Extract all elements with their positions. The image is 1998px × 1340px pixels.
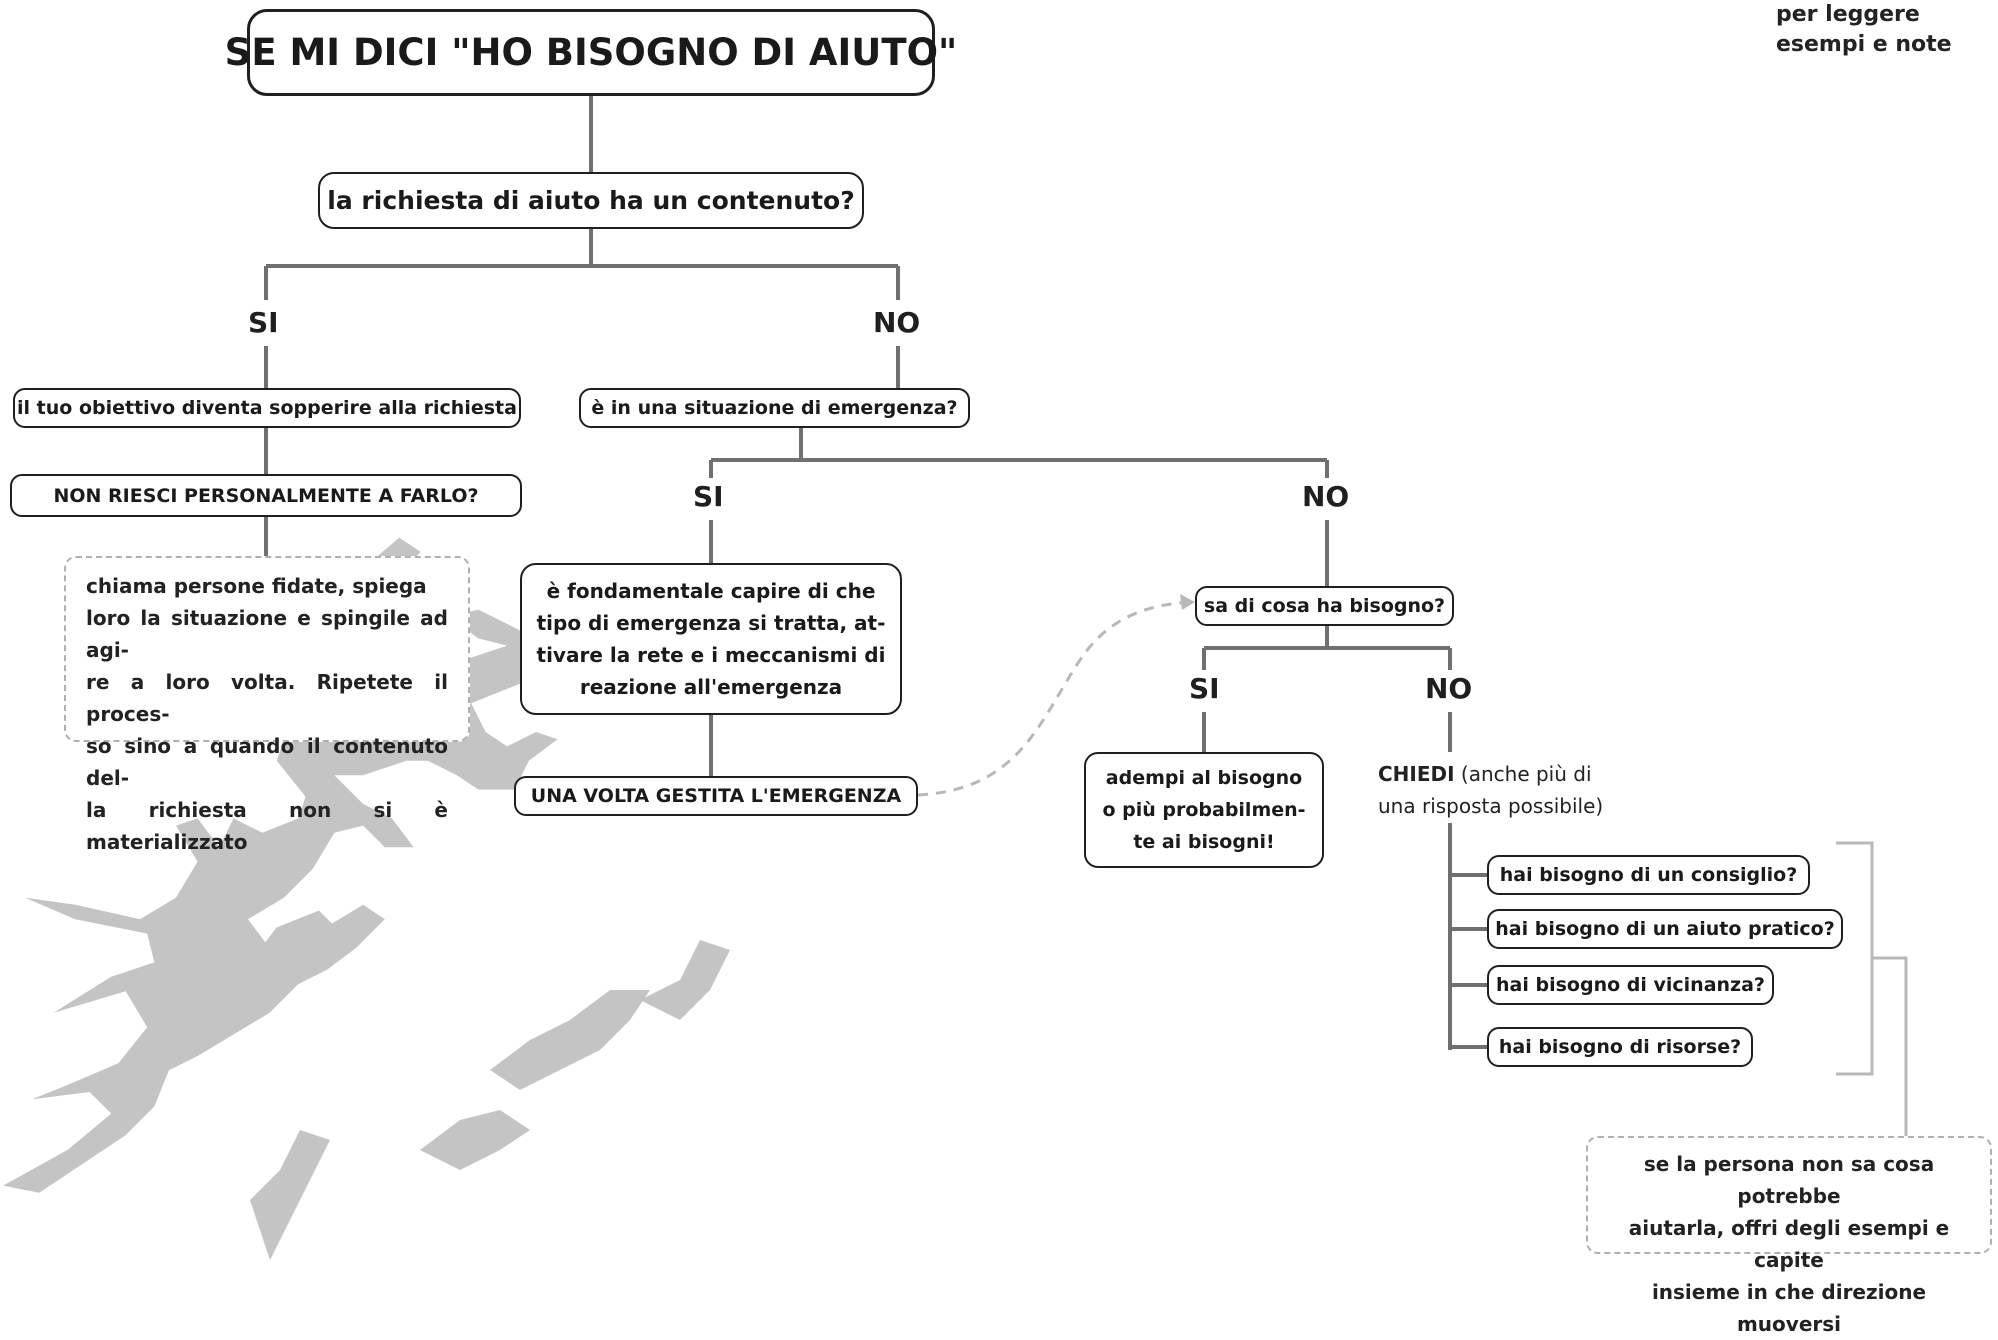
- top-right-note-line-1: per leggere: [1776, 2, 1920, 27]
- label-no-emergency: NO: [1302, 480, 1350, 513]
- option-closeness: hai bisogno di vicinanza?: [1487, 965, 1774, 1005]
- label-no-need: NO: [1425, 672, 1473, 705]
- question-knows-need: sa di cosa ha bisogno?: [1195, 586, 1454, 626]
- option-practical-help: hai bisogno di un aiuto pratico?: [1487, 909, 1843, 949]
- question-has-content: la richiesta di aiuto ha un contenuto?: [318, 172, 864, 229]
- label-si-need: SI: [1189, 672, 1220, 705]
- option-resources: hai bisogno di risorse?: [1487, 1027, 1753, 1067]
- ask-bold: CHIEDI: [1378, 762, 1455, 786]
- left-note-line: re a loro volta. Ripetete il proces-: [86, 670, 448, 726]
- ask-rest-2: una risposta possibile): [1378, 794, 1604, 818]
- right-note-line: se la persona non sa cosa potrebbe: [1643, 1152, 1935, 1208]
- emergency-yes-line: reazione all'emergenza: [579, 675, 843, 699]
- emergency-yes-box: è fondamentale capire di che tipo di eme…: [520, 563, 902, 715]
- need-yes-box: adempi al bisogno o più probabilmen- te …: [1084, 752, 1324, 868]
- after-emergency-box: UNA VOLTA GESTITA L'EMERGENZA: [514, 776, 918, 816]
- left-note-line: chiama persone fidate, spiega: [86, 574, 427, 598]
- need-yes-line: adempi al bisogno: [1105, 767, 1303, 789]
- cannot-do-box: NON RIESCI PERSONALMENTE A FARLO?: [10, 474, 522, 517]
- option-advice: hai bisogno di un consiglio?: [1487, 855, 1810, 895]
- options-bracket: [1836, 841, 1908, 1136]
- top-right-note-line-2: esempi e note: [1776, 32, 1952, 57]
- right-note: se la persona non sa cosa potrebbe aiuta…: [1586, 1136, 1992, 1336]
- emergency-yes-line: tipo di emergenza si tratta, at-: [536, 611, 886, 635]
- left-note-line: so sino a quando il contenuto del-: [86, 734, 448, 790]
- goal-box: il tuo obiettivo diventa sopperire alla …: [13, 388, 521, 428]
- top-right-note: per leggere esempi e note: [1776, 0, 1976, 60]
- need-yes-line: te ai bisogni!: [1133, 831, 1275, 853]
- emergency-yes-line: è fondamentale capire di che: [546, 579, 876, 603]
- need-yes-line: o più probabilmen-: [1102, 799, 1306, 821]
- right-note-line: insieme in che direzione muoversi: [1651, 1280, 1927, 1336]
- label-no-content: NO: [873, 306, 921, 339]
- flowchart-title: SE MI DICI "HO BISOGNO DI AIUTO": [225, 9, 957, 96]
- right-note-line: aiutarla, offri degli esempi e capite: [1628, 1216, 1950, 1272]
- emergency-yes-line: tivare la rete e i meccanismi di: [536, 643, 886, 667]
- label-si-emergency: SI: [693, 480, 724, 513]
- ask-rest-1: (anche più di: [1454, 762, 1592, 786]
- label-si-content: SI: [248, 306, 279, 339]
- left-note: chiama persone fidate, spiega loro la si…: [64, 556, 470, 854]
- dashed-curved-arrow: [917, 594, 1195, 797]
- left-note-line: loro la situazione e spingile ad agi-: [86, 606, 448, 662]
- question-emergency: è in una situazione di emergenza?: [579, 388, 970, 428]
- flow-lines: [264, 96, 1487, 1050]
- left-note-line: la richiesta non si è materializzato: [86, 798, 448, 854]
- ask-text: CHIEDI (anche più di una risposta possib…: [1378, 758, 1668, 822]
